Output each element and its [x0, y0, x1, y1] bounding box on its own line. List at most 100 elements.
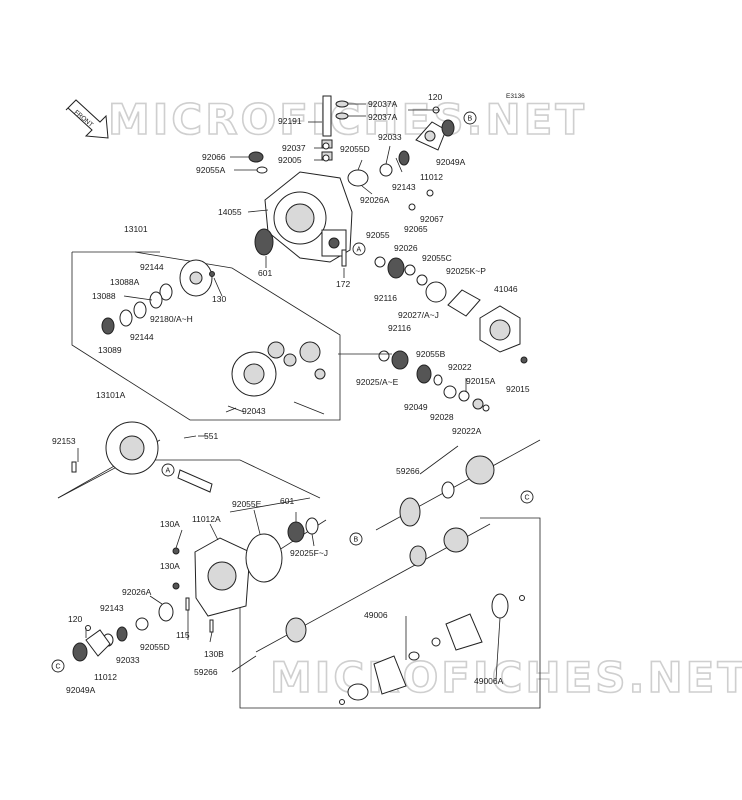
label-92015: 92015 — [506, 384, 530, 394]
label-92055b: 92055B — [416, 349, 446, 359]
label-92025fj: 92025F~J — [290, 548, 328, 558]
label-92043: 92043 — [242, 406, 266, 416]
differential-case — [231, 351, 277, 397]
cross-shaft — [293, 401, 325, 415]
label-120-2: 120 — [68, 614, 82, 624]
washer-92028 — [443, 385, 457, 399]
label-13101: 13101 — [124, 224, 148, 234]
cv-joint — [409, 545, 427, 567]
label-92055a: 92055A — [196, 165, 226, 175]
label-92065: 92065 — [404, 224, 428, 234]
label-13088: 13088 — [92, 291, 116, 301]
bearing-92116-upper — [387, 257, 405, 279]
label-92037: 92037 — [282, 143, 306, 153]
svg-text:C: C — [525, 495, 530, 502]
label-92026a-2: 92026A — [122, 587, 152, 597]
label-92116-2: 92116 — [388, 323, 411, 333]
shim-92027 — [425, 281, 447, 303]
label-92049a-2: 92049A — [66, 685, 96, 695]
stud-172 — [341, 249, 347, 267]
pinion-shaft-a — [177, 469, 213, 493]
leader-lines — [77, 103, 501, 681]
cover-11012a — [194, 537, 251, 617]
label-92055: 92055 — [366, 230, 390, 240]
label-92049a: 92049A — [436, 157, 466, 167]
pin-92037 — [322, 142, 330, 150]
label-41046: 41046 — [494, 284, 518, 294]
washer-small — [314, 368, 326, 380]
washer-92144-lower — [119, 309, 133, 327]
label-92026a: 92026A — [360, 195, 390, 205]
callout-b-lower: B — [349, 532, 363, 546]
label-92037a-2: 92037A — [368, 112, 398, 122]
seal-92143-lower — [116, 626, 128, 642]
callout-a-top: A — [352, 242, 366, 256]
plug-92066 — [248, 151, 264, 163]
svg-text:B: B — [468, 116, 473, 123]
pin-551 — [183, 435, 197, 439]
label-13101a: 13101A — [96, 390, 126, 400]
label-92033-2: 92033 — [116, 655, 140, 665]
o-ring-92055 — [374, 256, 386, 268]
drive-shaft-59266-lower — [255, 523, 491, 653]
seal-92049a — [441, 119, 455, 137]
differential-flange — [179, 259, 213, 297]
label-92022: 92022 — [448, 362, 472, 372]
svg-text:A: A — [166, 468, 171, 475]
label-11012a: 11012A — [192, 514, 221, 524]
label-130: 130 — [212, 294, 226, 304]
label-92143: 92143 — [392, 182, 416, 192]
label-92026: 92026 — [394, 243, 418, 253]
bolt-130a-lower — [172, 582, 180, 590]
label-92027: 92027/A~J — [398, 310, 439, 320]
label-172: 172 — [336, 279, 350, 289]
diff-assembly-frame — [71, 251, 341, 421]
seal-92143 — [398, 150, 410, 166]
part-labels: 120 92037A 92037A 92191 92033 92037 9205… — [52, 92, 530, 695]
label-92025k: 92025K~P — [446, 266, 486, 276]
label-92015a: 92015A — [466, 376, 496, 386]
gasket-92055a — [256, 166, 268, 174]
o-ring-92055d — [347, 169, 369, 187]
shim-92025f — [305, 517, 319, 535]
label-59266-2: 59266 — [194, 667, 218, 677]
label-92055d: 92055D — [340, 144, 370, 154]
label-11012-2: 11012 — [94, 672, 117, 682]
label-11012: 11012 — [420, 172, 443, 182]
shim-92025 — [378, 350, 390, 362]
bolt-120-lower — [85, 625, 91, 631]
label-120: 120 — [428, 92, 442, 102]
bolt-130a-upper — [172, 547, 180, 555]
label-92191: 92191 — [278, 116, 302, 126]
gasket-92025k — [447, 289, 481, 317]
o-ring-92026a — [158, 602, 174, 622]
label-92055e: 92055E — [232, 499, 262, 509]
side-gear-right — [299, 341, 321, 363]
label-92028: 92028 — [430, 412, 454, 422]
label-92144-2: 92144 — [130, 332, 154, 342]
label-92067: 92067 — [420, 214, 444, 224]
label-13089: 13089 — [98, 345, 122, 355]
svg-text:B: B — [354, 537, 359, 544]
washer-92022 — [458, 390, 470, 402]
pin-92043 — [227, 405, 245, 413]
label-59266-1: 59266 — [396, 466, 420, 476]
label-92143-2: 92143 — [100, 603, 124, 613]
label-92022a: 92022A — [452, 426, 482, 436]
pinion-gear — [283, 353, 297, 367]
o-ring-92055e — [245, 533, 283, 583]
boot-kit-49006 — [339, 651, 420, 705]
label-92033: 92033 — [378, 132, 402, 142]
label-49006a: 49006A — [474, 676, 504, 686]
label-14055: 14055 — [218, 207, 242, 217]
ring-92015a — [482, 404, 490, 412]
label-92055c: 92055C — [422, 253, 452, 263]
label-551: 551 — [204, 431, 218, 441]
ring-92026 — [404, 264, 416, 276]
label-92025ae: 92025/A~E — [356, 377, 399, 387]
label-130b: 130B — [204, 649, 224, 659]
pinion-shaft — [321, 95, 333, 161]
cover-11012-lower — [85, 629, 111, 657]
label-601: 601 — [258, 268, 272, 278]
bearing-601 — [254, 228, 274, 256]
